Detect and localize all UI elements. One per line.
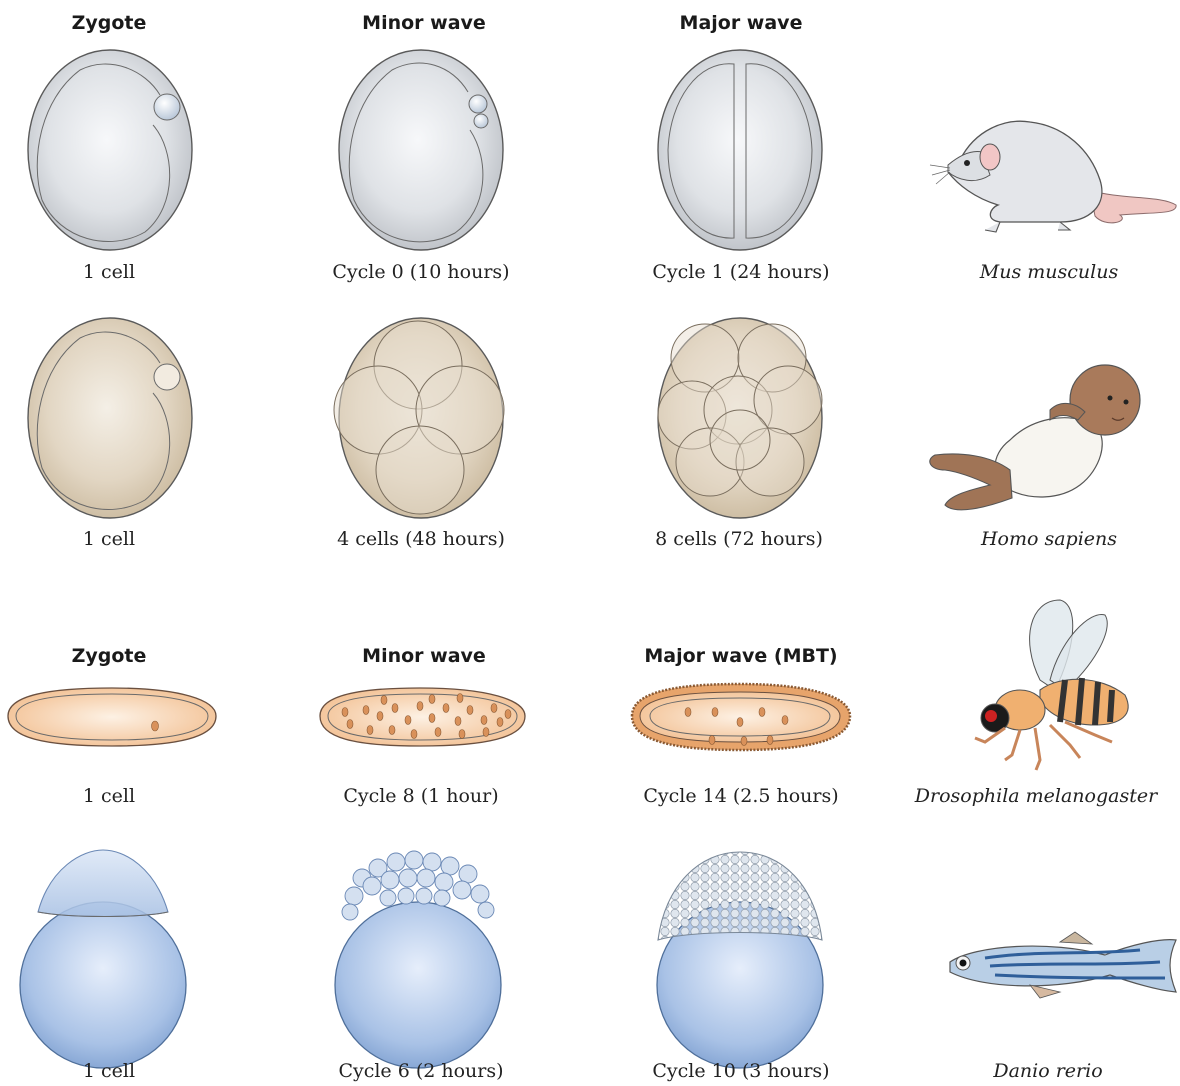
human-4-cell-embryo <box>334 318 504 518</box>
mouse-major-wave-embryo <box>658 50 822 250</box>
baby-icon <box>930 365 1140 510</box>
species-mus-musculus: Mus musculus <box>979 261 1119 283</box>
caption-fish-major: Cycle 10 (3 hours) <box>652 1060 829 1082</box>
fly-icon <box>975 600 1128 770</box>
caption-fly-minor: Cycle 8 (1 hour) <box>343 785 498 807</box>
human-8-cell-embryo <box>658 318 822 518</box>
mouse-minor-wave-embryo <box>339 50 503 250</box>
fly-major-wave-embryo <box>632 684 850 750</box>
caption-mouse-major: Cycle 1 (24 hours) <box>652 261 829 283</box>
header-zygote-2: Zygote <box>72 645 147 667</box>
caption-human-major: 8 cells (72 hours) <box>655 528 823 550</box>
caption-fly-zygote: 1 cell <box>83 785 135 807</box>
species-drosophila-melanogaster: Drosophila melanogaster <box>914 785 1159 807</box>
zebrafish-icon <box>950 932 1176 998</box>
fly-minor-wave-embryo <box>320 688 525 746</box>
header-minor-wave-2: Minor wave <box>362 645 486 667</box>
fish-zygote <box>20 850 186 1068</box>
caption-human-minor: 4 cells (48 hours) <box>337 528 505 550</box>
species-homo-sapiens: Homo sapiens <box>980 528 1117 550</box>
mouse-icon <box>930 121 1176 232</box>
species-danio-rerio: Danio rerio <box>992 1060 1102 1082</box>
caption-fly-major: Cycle 14 (2.5 hours) <box>643 785 838 807</box>
caption-fish-minor: Cycle 6 (2 hours) <box>338 1060 503 1082</box>
caption-fish-zygote: 1 cell <box>83 1060 135 1082</box>
header-zygote: Zygote <box>72 12 147 34</box>
caption-mouse-zygote: 1 cell <box>83 261 135 283</box>
fly-zygote <box>8 688 216 746</box>
header-major-wave-mbt: Major wave (MBT) <box>644 645 837 667</box>
mouse-zygote <box>28 50 192 250</box>
human-zygote <box>28 318 192 518</box>
fish-major-wave-embryo <box>657 852 823 1068</box>
caption-mouse-minor: Cycle 0 (10 hours) <box>332 261 509 283</box>
header-major-wave: Major wave <box>680 12 803 34</box>
fish-minor-wave-embryo <box>335 851 501 1068</box>
header-minor-wave: Minor wave <box>362 12 486 34</box>
caption-human-zygote: 1 cell <box>83 528 135 550</box>
